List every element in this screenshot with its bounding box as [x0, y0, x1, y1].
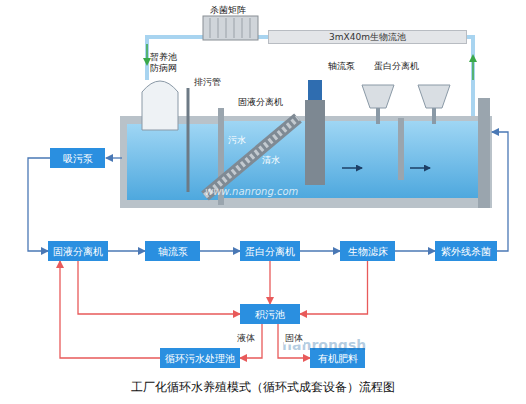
- node-text: 吸污泵: [63, 153, 93, 164]
- node-text: 3mX40m生物流池: [329, 32, 406, 43]
- caption: 工厂化循环水养殖模式（循环式成套设备）流程图: [0, 379, 526, 396]
- watermark: www.nanrong.com: [205, 186, 298, 197]
- process-box: 循环污水处理池: [160, 348, 240, 368]
- water-flow-line: [395, 250, 435, 251]
- water-flow-line: [108, 250, 145, 251]
- process-box: 生物滤床: [340, 241, 395, 261]
- waste-flow-line: [60, 261, 160, 358]
- node-text: 生物滤床: [348, 246, 388, 257]
- water-flow-line: [300, 250, 340, 251]
- water-flow-line: [200, 250, 240, 251]
- waste-flow-line: [269, 261, 270, 304]
- water-flow-line: [28, 158, 50, 251]
- part-label: 蛋白分离机: [374, 60, 419, 73]
- waste-flow-line: [78, 261, 240, 314]
- node-text: 紫外线杀菌: [441, 246, 491, 257]
- part-label: 固液分离机: [238, 96, 283, 109]
- process-box: 积污池: [240, 304, 300, 324]
- process-box: 蛋白分离机: [240, 241, 300, 261]
- part-label: 防病网: [150, 62, 177, 75]
- node-text: 固液分离机: [53, 246, 103, 257]
- node-text: 蛋白分离机: [245, 246, 295, 257]
- part-label: 清水: [262, 154, 280, 167]
- process-box: 紫外线杀菌: [435, 241, 497, 261]
- process-box: 吸污泵: [50, 148, 105, 168]
- waste-flow-line: [300, 261, 368, 314]
- edge-label: 固体: [284, 332, 304, 345]
- edge-label: 液体: [236, 332, 256, 345]
- process-box: 轴流泵: [145, 241, 200, 261]
- part-label: 轴流泵: [328, 60, 355, 73]
- node-text: 有机肥料: [318, 353, 358, 364]
- part-label: 污水: [228, 134, 246, 147]
- node-text: 轴流泵: [158, 246, 188, 257]
- part-label: 杀菌矩阵: [210, 4, 246, 17]
- node-text: 积污池: [255, 309, 285, 320]
- process-box: 固液分离机: [48, 241, 108, 261]
- part-label: 暂养池: [150, 51, 177, 64]
- node-text: 循环污水处理池: [165, 353, 235, 364]
- part-label: 排污管: [194, 76, 221, 89]
- tank-band: 3mX40m生物流池: [268, 30, 467, 44]
